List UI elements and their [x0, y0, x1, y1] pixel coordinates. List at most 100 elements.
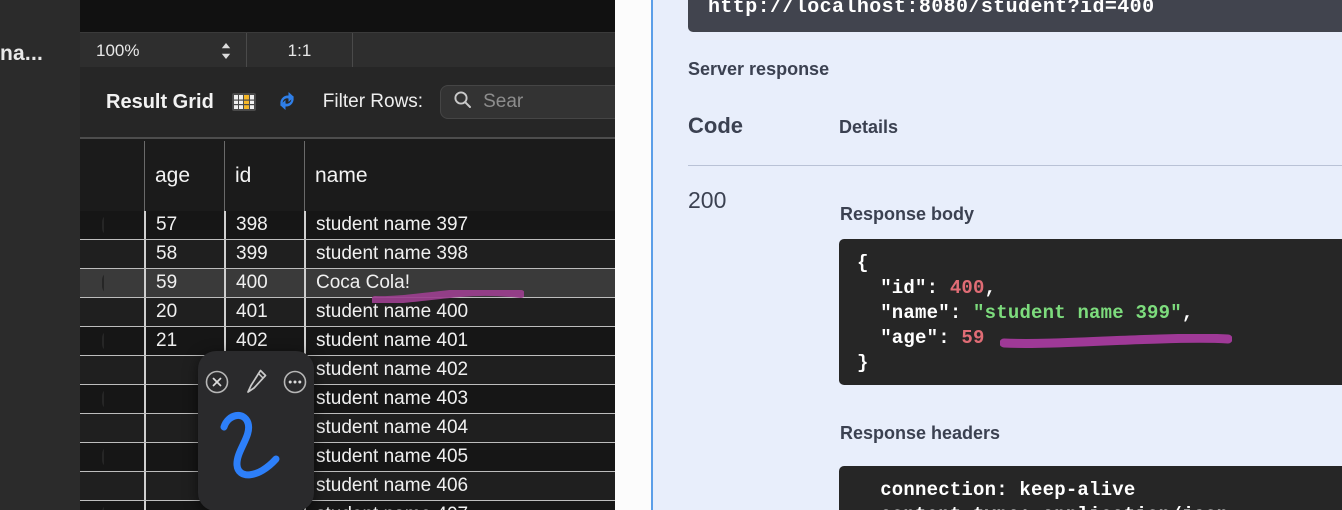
- zoom-ratio-value: 1:1: [287, 40, 312, 60]
- cell-name[interactable]: student name 398: [304, 240, 615, 268]
- annotation-toolbar[interactable]: [198, 351, 314, 510]
- response-body-label: Response body: [840, 204, 975, 224]
- row-handle: [102, 214, 104, 236]
- cell-name[interactable]: student name 401: [304, 327, 615, 355]
- cell-age[interactable]: [144, 501, 224, 510]
- annotation-toolbar-icons: [198, 361, 314, 403]
- table-row[interactable]: 406student name 405: [80, 443, 615, 472]
- workbench-left-strip: na...: [0, 0, 80, 510]
- row-marker[interactable]: [80, 298, 104, 326]
- cell-name[interactable]: student name 406: [304, 472, 615, 500]
- cell-name[interactable]: student name 397: [304, 211, 615, 239]
- cell-age[interactable]: [144, 414, 224, 442]
- cell-name[interactable]: student name 402: [304, 356, 615, 384]
- cell-name[interactable]: student name 403: [304, 385, 615, 413]
- row-marker[interactable]: [80, 501, 104, 510]
- request-url-bar: http://localhost:8080/student?id=400: [688, 0, 1342, 32]
- row-marker[interactable]: [80, 385, 104, 413]
- column-header-age[interactable]: age: [144, 141, 224, 211]
- zoom-toolbar-spacer: [353, 33, 615, 68]
- response-headers-code-block[interactable]: connection: keep-alive content-type: app…: [839, 466, 1342, 510]
- zoom-ratio-button[interactable]: 1:1: [247, 33, 353, 68]
- row-marker[interactable]: [80, 443, 104, 471]
- server-response-label: Server response: [688, 59, 830, 79]
- response-body-code-block[interactable]: { "id": 400, "name": "student name 399",…: [839, 239, 1342, 385]
- cell-name[interactable]: student name 400: [304, 298, 615, 326]
- more-options-circle-icon[interactable]: [281, 368, 309, 396]
- cell-age[interactable]: 21: [144, 327, 224, 355]
- code-line: "name": "student name 399",: [857, 302, 1194, 324]
- pen-tool-icon[interactable]: [242, 368, 270, 396]
- row-handle: [102, 330, 104, 352]
- request-url-text: http://localhost:8080/student?id=400: [708, 0, 1155, 19]
- swagger-response-panel: http://localhost:8080/student?id=400 Ser…: [651, 0, 1342, 510]
- cell-name[interactable]: Coca Cola!: [304, 269, 615, 297]
- column-header-id[interactable]: id: [224, 141, 304, 211]
- row-marker[interactable]: [80, 240, 104, 268]
- status-code-value: 200: [688, 187, 727, 213]
- cell-age[interactable]: [144, 356, 224, 384]
- row-marker[interactable]: [80, 472, 104, 500]
- row-handle: [102, 504, 104, 510]
- cell-age[interactable]: [144, 385, 224, 413]
- cell-age[interactable]: [144, 443, 224, 471]
- column-header-code: Code: [688, 113, 743, 138]
- code-value: "student name 399": [973, 302, 1182, 324]
- row-handle: [102, 272, 104, 294]
- cell-id[interactable]: 400: [224, 269, 304, 297]
- truncated-tab-label[interactable]: na...: [0, 42, 44, 65]
- workbench-panel: na... 100% 1:1: [0, 0, 615, 510]
- table-row[interactable]: 408student name 407: [80, 501, 615, 510]
- code-line: "id": 400,: [857, 277, 997, 299]
- row-marker[interactable]: [80, 414, 104, 442]
- workbench-main: 100% 1:1 Result Grid: [80, 0, 615, 510]
- close-circle-icon[interactable]: [203, 368, 231, 396]
- cell-age[interactable]: 57: [144, 211, 224, 239]
- cell-name[interactable]: student name 404: [304, 414, 615, 442]
- workbench-top-strip: [80, 0, 615, 32]
- zoom-level-value: 100%: [96, 40, 140, 60]
- zoom-level-control[interactable]: 100%: [80, 33, 247, 68]
- column-header-name[interactable]: name: [304, 141, 615, 211]
- cell-id[interactable]: 401: [224, 298, 304, 326]
- cell-age[interactable]: 59: [144, 269, 224, 297]
- code-line: {: [857, 252, 869, 274]
- cell-age[interactable]: 20: [144, 298, 224, 326]
- row-marker[interactable]: [80, 327, 104, 355]
- table-row[interactable]: 407student name 406: [80, 472, 615, 501]
- cell-id[interactable]: 399: [224, 240, 304, 268]
- header-line: content-type: application/json: [839, 503, 1342, 510]
- column-header-details: Details: [839, 117, 899, 137]
- refresh-arrows-icon[interactable]: [274, 88, 302, 116]
- table-header-row: age id name: [80, 141, 615, 212]
- cell-name[interactable]: student name 405: [304, 443, 615, 471]
- stepper-up-down-icon[interactable]: [219, 41, 233, 61]
- cell-name[interactable]: student name 407: [304, 501, 615, 510]
- cell-age[interactable]: [144, 472, 224, 500]
- search-input[interactable]: Sear: [440, 85, 615, 119]
- grid-columns-icon[interactable]: [231, 89, 257, 115]
- row-handle: [102, 388, 104, 410]
- row-marker[interactable]: [80, 211, 104, 239]
- result-grid-toolbar: Result Grid: [80, 67, 615, 139]
- cell-id[interactable]: 402: [224, 327, 304, 355]
- row-marker[interactable]: [80, 356, 104, 384]
- zoom-toolbar: 100% 1:1: [80, 32, 615, 69]
- header-line: connection: keep-alive: [857, 479, 1136, 501]
- response-headers-label: Response headers: [840, 423, 1001, 443]
- cell-age[interactable]: 58: [144, 240, 224, 268]
- code-value: 59: [961, 327, 985, 349]
- filter-rows-label: Filter Rows:: [322, 91, 424, 112]
- cell-id[interactable]: 398: [224, 211, 304, 239]
- row-marker[interactable]: [80, 269, 104, 297]
